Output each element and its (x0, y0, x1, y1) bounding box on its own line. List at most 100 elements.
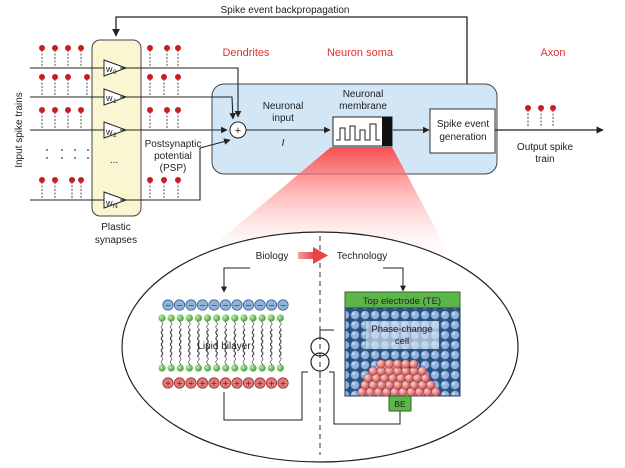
biology-down-arrow (221, 267, 250, 293)
weighted-spike (175, 107, 181, 128)
amorphous-atom (392, 359, 402, 369)
lipid-tail (251, 328, 255, 366)
weighted-spike (164, 107, 170, 128)
lipid-tail (215, 328, 218, 366)
weight-2-subscript: 2 (113, 132, 117, 139)
positive-ion-icon (196, 377, 209, 389)
lipid-head (158, 314, 166, 322)
lipid-tail (278, 320, 282, 358)
negative-ion-sign: − (280, 301, 287, 310)
weighted-spike (175, 74, 181, 95)
phase-change-label-bg (366, 321, 439, 349)
positive-ion-icon (162, 377, 174, 389)
neuron-soma-label: Neuron soma (327, 47, 394, 59)
input-spike (65, 74, 71, 95)
backprop-label: Spike event backpropagation (221, 5, 350, 16)
negative-ion-icon (208, 299, 220, 311)
positive-ion-icon (185, 377, 197, 389)
lipid-tail (260, 328, 264, 366)
negative-ion-sign: − (176, 301, 183, 310)
lipid-bilayer: −−−−−−−−−−−+++++++++++ (158, 299, 289, 389)
negative-ion-sign: − (199, 301, 206, 310)
negative-ion-icon (231, 299, 243, 311)
synapse-ellipsis: ... (110, 155, 118, 166)
axon-label: Axon (540, 47, 565, 59)
weight-n-symbol: w (105, 198, 113, 208)
weight-2-symbol: w (105, 127, 113, 137)
output-spike-train (525, 105, 556, 126)
output-spike (550, 105, 556, 126)
negative-ion-sign: − (234, 301, 241, 310)
lipid-head (222, 314, 230, 322)
amorphous-atom (401, 359, 411, 369)
weight-0-symbol: w (105, 64, 113, 74)
positive-ion-sign: + (165, 379, 171, 388)
positive-ion-sign: + (234, 379, 240, 388)
biology-circuit-wire (223, 371, 308, 421)
lipid-tail (160, 320, 164, 358)
plastic-synapses-label-2: synapses (95, 235, 137, 246)
lipid-head (185, 314, 193, 322)
amorphous-atom (376, 359, 386, 369)
spike-generation-label-1: Spike event (437, 119, 489, 130)
lipid-head (267, 314, 275, 322)
input-continuation-dot (46, 157, 48, 159)
lipid-tail (178, 320, 182, 358)
weighted-spike (147, 177, 153, 198)
input-continuation-dot (46, 149, 48, 151)
lipid-head (249, 364, 257, 372)
input-spike (78, 45, 84, 66)
lipid-head (176, 364, 184, 372)
neuronal-input-label-2: input (272, 113, 294, 124)
negative-ion-icon (196, 299, 209, 311)
positive-ion-icon (277, 377, 289, 389)
lipid-head (249, 314, 257, 322)
negative-ion-icon (242, 299, 255, 311)
technology-circuit-wire (329, 371, 401, 425)
weighted-spike (147, 45, 153, 66)
lipid-tail (206, 328, 209, 366)
weighted-spike (147, 74, 153, 95)
negative-ion-icon (185, 299, 197, 311)
weight-1-symbol: w (105, 93, 113, 103)
synapse-weight-icon (103, 121, 128, 139)
psp-label-2: potential (154, 151, 192, 162)
technology-label: Technology (337, 251, 388, 262)
input-spike-trains-label: Input spike trains (14, 92, 25, 168)
weight-0: w 0 (105, 64, 117, 76)
input-spike (39, 107, 45, 128)
lipid-head (231, 364, 239, 372)
negative-ion-sign: − (222, 301, 229, 310)
input-continuation-dot (87, 157, 89, 159)
amorphous-atom (384, 359, 394, 369)
lipid-head (258, 314, 266, 322)
lipid-head (213, 364, 221, 372)
negative-ion-sign: − (188, 301, 195, 310)
summation-node: + (229, 121, 247, 139)
positive-ion-icon (265, 377, 278, 389)
weight-2: w 2 (105, 127, 117, 139)
lipid-tail (269, 328, 273, 366)
weight-0-subscript: 0 (113, 69, 117, 76)
synapse-weight-icon (103, 191, 128, 209)
bottom-electrode-label: BE (394, 399, 406, 409)
amorphous-atom (409, 359, 419, 369)
lipid-tail (233, 328, 237, 366)
lipid-bilayer-label: Lipid bilayer (197, 341, 251, 352)
input-spike (69, 177, 75, 198)
lipid-head (240, 314, 248, 322)
amorphous-atom (368, 366, 378, 376)
lipid-tail (260, 320, 264, 358)
negative-ion-sign: − (245, 301, 252, 310)
input-spike (52, 107, 58, 128)
positive-ion-sign: + (257, 379, 263, 388)
lipid-tail (242, 328, 246, 366)
lipid-head (267, 364, 275, 372)
output-label-2: train (535, 154, 554, 165)
output-spike (525, 105, 531, 126)
negative-ion-icon (277, 299, 289, 311)
lipid-head (167, 364, 175, 372)
input-spike (84, 74, 90, 95)
negative-ion-icon (219, 299, 232, 311)
input-spike (78, 107, 84, 128)
